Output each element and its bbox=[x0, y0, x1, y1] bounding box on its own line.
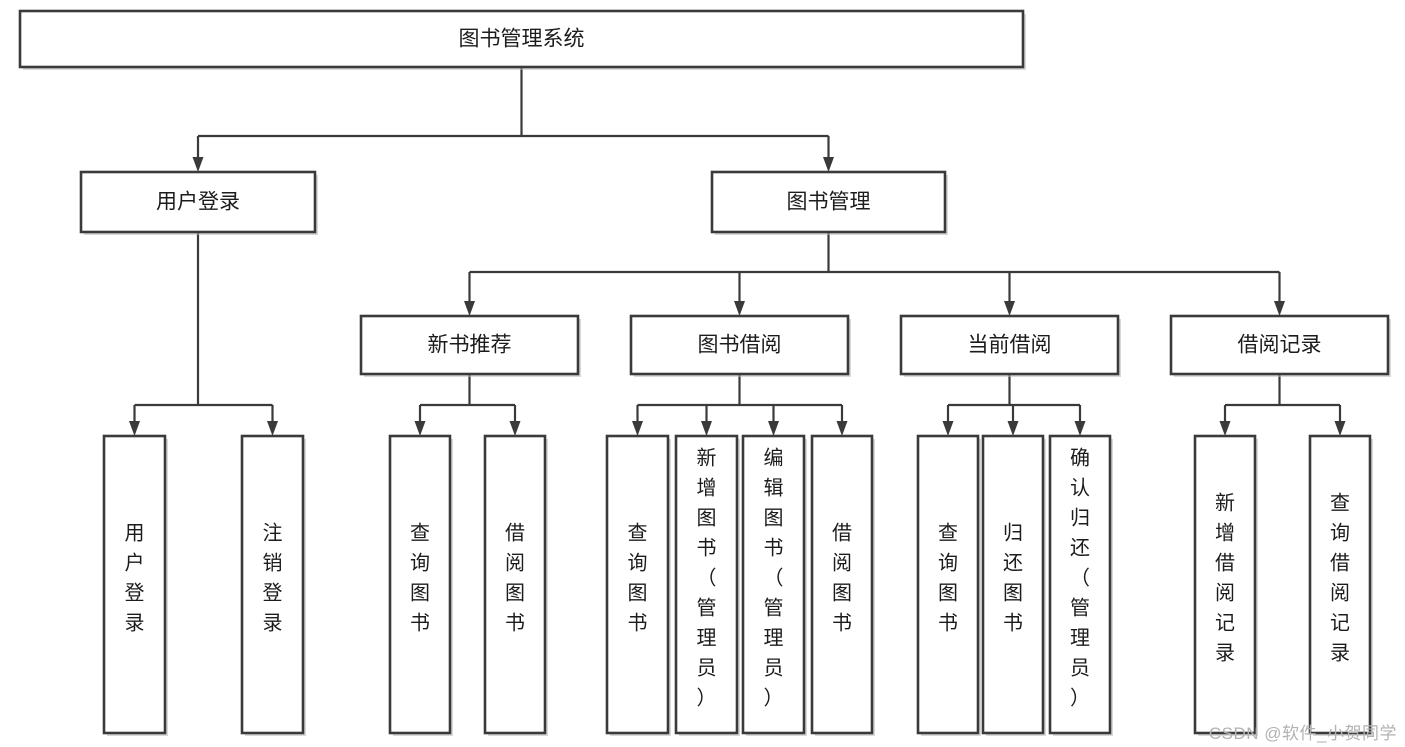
level3-node[interactable]: 当前借阅 bbox=[899, 314, 1121, 377]
leaf-node[interactable]: 用户登录 bbox=[102, 434, 168, 736]
edge-group bbox=[129, 232, 278, 436]
arrow-head-icon bbox=[129, 421, 140, 436]
leaf-node[interactable]: 借阅图书 bbox=[483, 434, 548, 736]
node-box[interactable] bbox=[916, 434, 980, 735]
node-label: 借阅图书 bbox=[505, 522, 525, 635]
node-label: 图书管理 bbox=[787, 191, 871, 214]
node-box[interactable] bbox=[981, 434, 1045, 735]
node-label: 图书借阅 bbox=[698, 334, 782, 357]
arrow-head-icon bbox=[464, 301, 475, 316]
arrow-head-icon bbox=[1007, 421, 1019, 436]
level3-node[interactable]: 图书借阅 bbox=[629, 314, 851, 377]
leaf-node[interactable]: 注销登录 bbox=[240, 434, 306, 736]
node-label: 确认归还（管理员） bbox=[1070, 447, 1090, 710]
node-label: 图书管理系统 bbox=[459, 28, 585, 51]
arrow-head-icon bbox=[823, 157, 834, 172]
node-box[interactable] bbox=[359, 314, 580, 376]
arrow-head-icon bbox=[1219, 421, 1231, 436]
edge-group bbox=[464, 232, 1285, 316]
level3-node[interactable]: 借阅记录 bbox=[1169, 314, 1391, 377]
level2-node[interactable]: 图书管理 bbox=[710, 170, 948, 235]
node-box[interactable] bbox=[388, 434, 452, 735]
node-box[interactable] bbox=[899, 314, 1120, 376]
node-label: 用户登录 bbox=[125, 523, 145, 635]
node-box[interactable] bbox=[710, 170, 947, 234]
node-label: 新书推荐 bbox=[428, 334, 512, 357]
node-label: 查询图书 bbox=[938, 522, 958, 635]
node-layer: 图书管理系统用户登录图书管理新书推荐图书借阅当前借阅借阅记录用户登录注销登录查询… bbox=[18, 9, 1391, 736]
leaf-node[interactable]: 借阅图书 bbox=[810, 434, 875, 736]
node-box[interactable] bbox=[102, 434, 167, 735]
arrow-head-icon bbox=[1004, 301, 1015, 316]
node-box[interactable] bbox=[605, 434, 670, 735]
root-node[interactable]: 图书管理系统 bbox=[18, 9, 1026, 70]
arrow-head-icon bbox=[1074, 421, 1086, 436]
node-label: 借阅记录 bbox=[1238, 334, 1322, 357]
arrow-head-icon bbox=[192, 157, 204, 172]
node-box[interactable] bbox=[741, 434, 806, 735]
node-box[interactable] bbox=[810, 434, 874, 735]
leaf-node[interactable]: 查询图书 bbox=[605, 434, 671, 736]
node-box[interactable] bbox=[18, 9, 1025, 69]
arrow-head-icon bbox=[1334, 421, 1346, 436]
leaf-node[interactable]: 查询图书 bbox=[916, 434, 981, 736]
arrow-head-icon bbox=[267, 421, 278, 436]
node-label: 归还图书 bbox=[1003, 522, 1023, 635]
arrow-head-icon bbox=[942, 421, 954, 436]
arrow-head-icon bbox=[701, 421, 712, 436]
edge-group bbox=[414, 374, 521, 436]
arrow-head-icon bbox=[1274, 301, 1285, 316]
node-box[interactable] bbox=[674, 434, 739, 735]
leaf-node[interactable]: 新增借阅记录 bbox=[1193, 434, 1258, 736]
leaf-node[interactable]: 查询借阅记录 bbox=[1308, 434, 1373, 736]
node-box[interactable] bbox=[1193, 434, 1257, 735]
node-label: 查询借阅记录 bbox=[1330, 492, 1350, 665]
connector-layer bbox=[129, 67, 1346, 436]
level3-node[interactable]: 新书推荐 bbox=[359, 314, 581, 377]
watermark-text: CSDN @软件_小贺同学 bbox=[1208, 724, 1397, 743]
edge-group bbox=[942, 374, 1086, 436]
node-label: 新增图书（管理员） bbox=[697, 447, 717, 710]
arrow-head-icon bbox=[509, 421, 521, 436]
arrow-head-icon bbox=[632, 421, 643, 436]
leaf-node[interactable]: 确认归还（管理员） bbox=[1048, 434, 1113, 736]
leaf-node[interactable]: 编辑图书（管理员） bbox=[741, 434, 807, 736]
arrow-head-icon bbox=[414, 421, 426, 436]
node-label: 查询图书 bbox=[628, 522, 648, 635]
node-box[interactable] bbox=[1308, 434, 1372, 735]
node-label: 新增借阅记录 bbox=[1215, 492, 1235, 665]
node-label: 注销登录 bbox=[263, 522, 283, 635]
edge-group bbox=[1219, 374, 1346, 436]
node-box[interactable] bbox=[483, 434, 547, 735]
node-label: 编辑图书（管理员） bbox=[764, 447, 784, 710]
node-box[interactable] bbox=[240, 434, 305, 735]
arrow-head-icon bbox=[734, 301, 745, 316]
leaf-node[interactable]: 归还图书 bbox=[981, 434, 1046, 736]
node-label: 用户登录 bbox=[156, 191, 240, 214]
node-label: 当前借阅 bbox=[968, 334, 1052, 357]
node-box[interactable] bbox=[629, 314, 850, 376]
arrow-head-icon bbox=[768, 421, 779, 436]
node-box[interactable] bbox=[1169, 314, 1390, 376]
node-box[interactable] bbox=[1048, 434, 1112, 735]
arrow-head-icon bbox=[836, 421, 848, 436]
node-label: 查询图书 bbox=[410, 522, 430, 635]
leaf-node[interactable]: 新增图书（管理员） bbox=[674, 434, 740, 736]
edge-group bbox=[192, 67, 834, 172]
level2-node[interactable]: 用户登录 bbox=[79, 170, 318, 235]
edge-group bbox=[632, 374, 848, 436]
node-box[interactable] bbox=[79, 170, 317, 234]
node-label: 借阅图书 bbox=[832, 522, 852, 635]
leaf-node[interactable]: 查询图书 bbox=[388, 434, 453, 736]
